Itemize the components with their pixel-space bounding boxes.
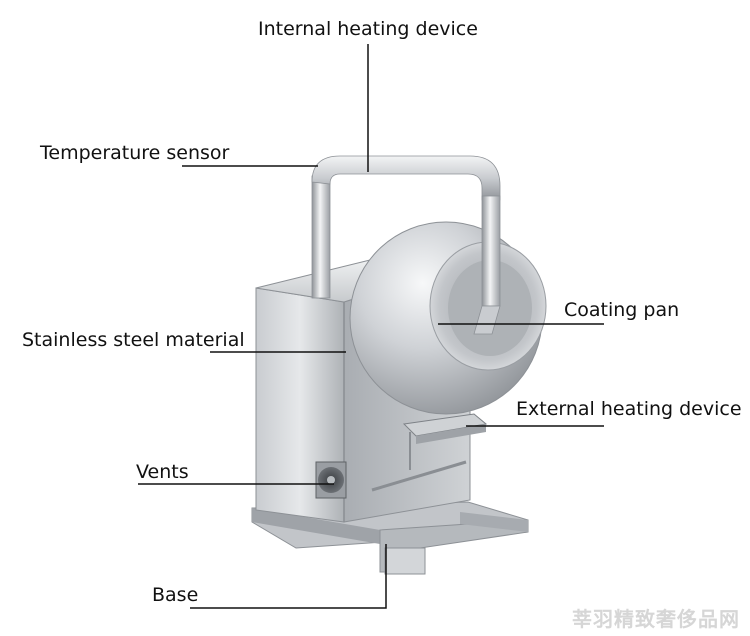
label-internal-heating-device: Internal heating device	[258, 18, 478, 40]
label-base: Base	[152, 584, 199, 606]
external-heater-tray	[402, 413, 488, 444]
label-vents: Vents	[136, 461, 189, 483]
label-coating-pan: Coating pan	[564, 299, 680, 321]
watermark-text: 莘羽精致奢侈品网	[572, 607, 740, 631]
coating-pan-shape	[349, 221, 547, 415]
label-external-heating-device: External heating device	[516, 398, 742, 420]
leader-base	[190, 544, 387, 609]
heating-pipe	[311, 155, 501, 335]
label-temperature-sensor: Temperature sensor	[40, 142, 230, 164]
vent-fan	[315, 461, 347, 499]
support-rod	[371, 432, 467, 492]
leader-lines	[138, 44, 604, 609]
label-stainless-steel-material: Stainless steel material	[22, 329, 245, 351]
